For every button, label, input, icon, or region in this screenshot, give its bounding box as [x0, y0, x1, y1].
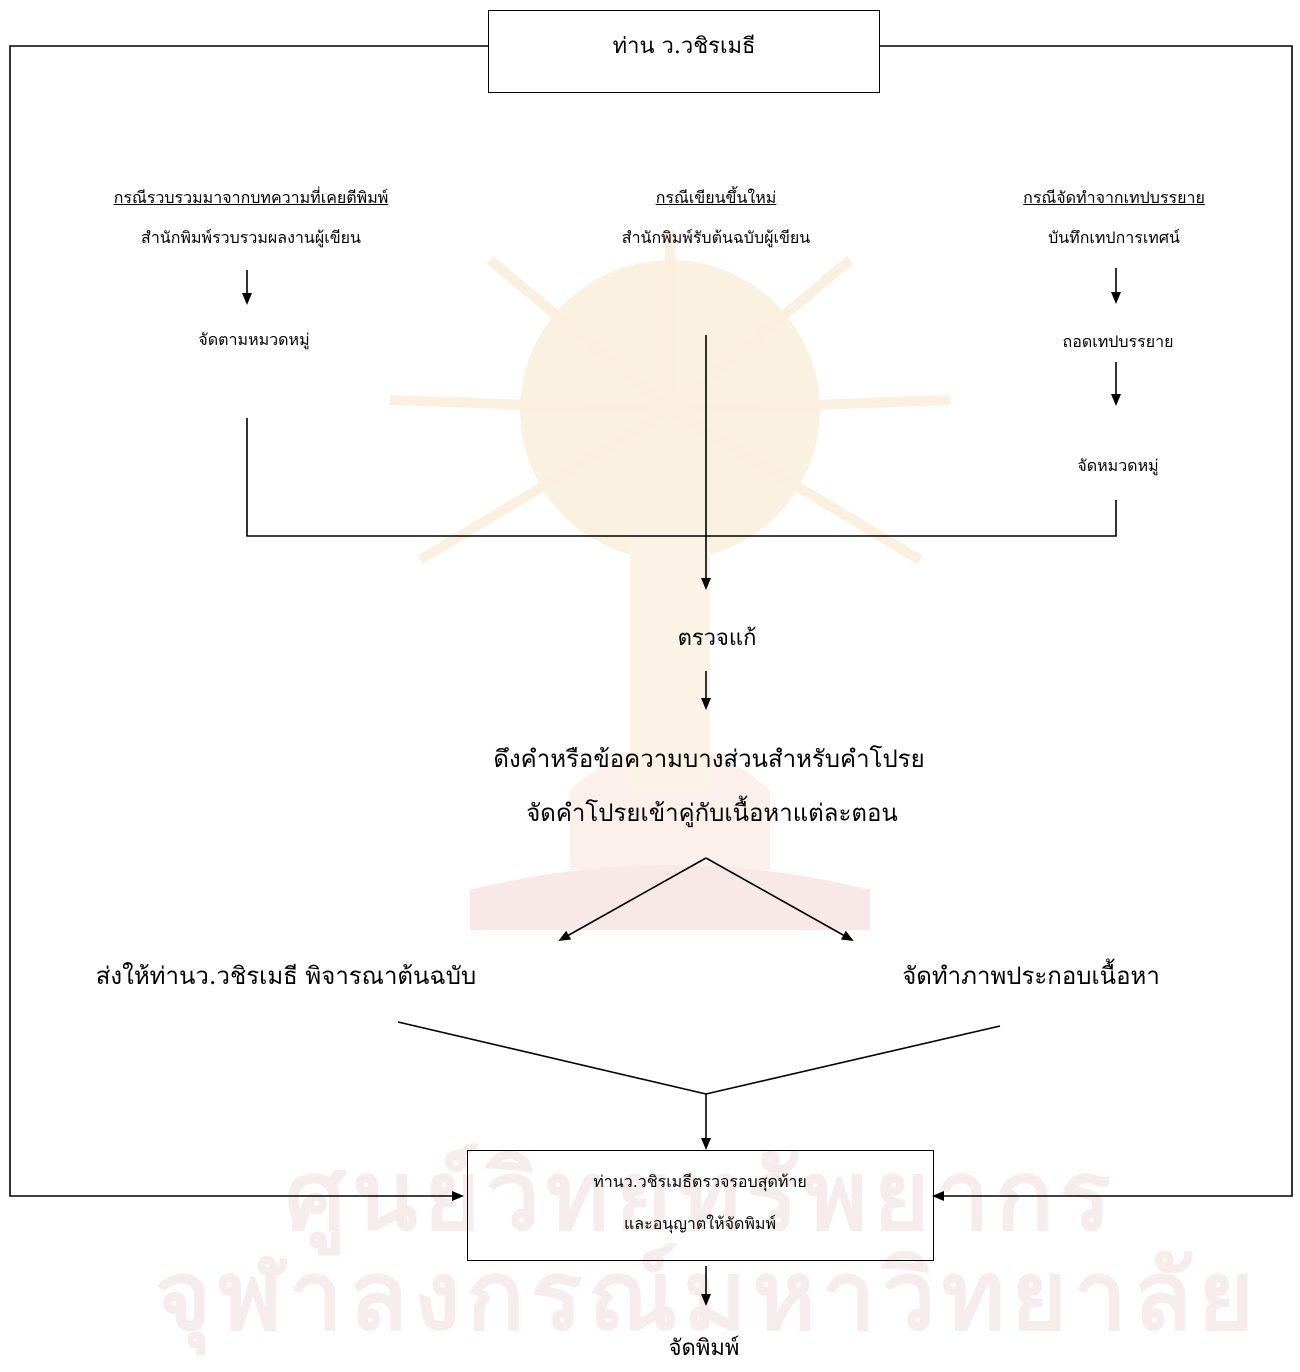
split-right-arrow: [705, 857, 854, 941]
left-branch-step1: จัดตามหมวดหมู่: [198, 330, 310, 349]
caption-line1: ดึงคำหรือข้อความบางส่วนสำหรับคำโปรย: [493, 745, 925, 773]
print-step: จัดพิมพ์: [668, 1336, 740, 1361]
merge-bracket: [246, 418, 1117, 537]
split-left-label: ส่งให้ท่านว.วชิรเมธี พิจารณาต้นฉบับ: [95, 962, 477, 990]
middle-branch-heading: กรณีเขียนขึ้นใหม่: [655, 188, 777, 207]
right-branch-desc: บันทึกเทปการเทศน์: [1048, 228, 1180, 247]
review-step: ตรวจแก้: [677, 626, 757, 651]
caption-line2: จัดคำโปรยเข้าคู่กับเนื้อหาแต่ละตอน: [526, 799, 898, 827]
left-branch-desc: สำนักพิมพ์รวบรวมผลงานผู้เขียน: [141, 228, 361, 247]
final-box-line2: และอนุญาตให้จัดพิมพ์: [623, 1214, 777, 1233]
outer-left-loop: [9, 45, 488, 1201]
right-branch-step2: จัดหมวดหมู่: [1077, 456, 1159, 475]
right-branch-heading: กรณีจัดทำจากเทปบรรยาย: [1023, 188, 1205, 207]
left-branch-heading: กรณีรวบรวมมาจากบทความที่เคยตีพิมพ์: [113, 188, 389, 207]
converge-left: [397, 1021, 707, 1095]
split-left-arrow: [558, 857, 707, 941]
top-box: [488, 10, 880, 93]
emblem-icon: [389, 230, 951, 930]
right-branch-step1: ถอดเทปบรรยาย: [1062, 332, 1174, 351]
middle-branch-desc: สำนักพิมพ์รับต้นฉบับผู้เขียน: [621, 228, 811, 247]
top-box-label: ท่าน ว.วชิรเมธี: [612, 34, 756, 59]
split-right-label: จัดทำภาพประกอบเนื้อหา: [902, 962, 1160, 990]
final-box: [467, 1150, 934, 1261]
outer-right-loop: [880, 45, 1293, 1201]
converge-right: [705, 1025, 1001, 1095]
final-box-line1: ท่านว.วชิรเมธีตรวจรอบสุดท้าย: [593, 1172, 807, 1191]
